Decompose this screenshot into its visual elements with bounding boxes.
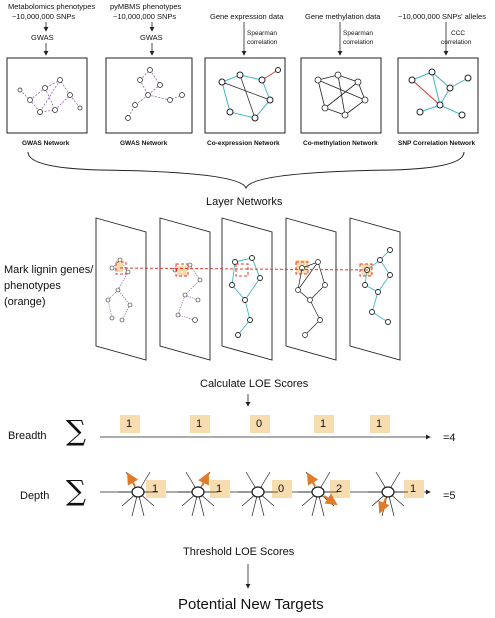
layer-1-network <box>105 257 133 323</box>
layer-planes <box>95 217 401 361</box>
breadth-value-3: 0 <box>256 418 263 430</box>
mark-label-2: phenotypes <box>4 280 61 292</box>
network-name-4: Co-methylation Network <box>303 140 378 147</box>
depth-total: =5 <box>443 490 456 502</box>
input-4-label: Gene methylation data <box>305 12 381 21</box>
final-label: Potential New Targets <box>178 596 324 613</box>
network-name-2: GWAS Network <box>120 140 168 147</box>
breadth-score-boxes <box>120 415 390 433</box>
network-boxes <box>6 57 479 134</box>
layer-3-network <box>229 255 263 338</box>
breadth-value-2: 1 <box>196 418 203 430</box>
threshold-label: Threshold LOE Scores <box>183 546 295 558</box>
input-4-method2: correlation <box>343 39 374 46</box>
breadth-value-5: 1 <box>376 418 383 430</box>
calculate-label: Calculate LOE Scores <box>200 378 309 390</box>
network-name-3: Co-expression Network <box>207 140 280 147</box>
depth-star-nodes <box>118 471 408 517</box>
depth-value-1: 1 <box>152 483 159 495</box>
input-5-label: ~10,000,000 SNPs' alleles <box>398 12 486 21</box>
layer-4-network <box>295 259 328 338</box>
input-2-label: pyMBMS phenotypes <box>110 2 182 11</box>
depth-sigma: ∑ <box>66 474 86 507</box>
breadth-total: =4 <box>443 432 456 444</box>
merge-brace <box>27 151 465 190</box>
input-2-snps: ~10,000,000 SNPs <box>113 12 177 21</box>
input-3-method2: correlation <box>247 39 278 46</box>
network-name-5: SNP Correlation Network <box>398 140 476 147</box>
mark-label-3: (orange) <box>4 296 46 308</box>
mark-label-1: Mark lignin genes/ <box>4 264 94 276</box>
breadth-label: Breadth <box>8 430 47 442</box>
breadth-value-4: 1 <box>320 418 327 430</box>
input-5-method2: correlation <box>441 39 472 46</box>
input-5-method: CCC <box>451 30 466 37</box>
input-3-method: Spearman <box>247 30 277 37</box>
comethylation-network <box>314 71 369 119</box>
input-1-label: Metabolomics phenotypes <box>8 2 96 11</box>
input-3-label: Gene expression data <box>210 12 284 21</box>
layer-networks-label: Layer Networks <box>206 196 283 208</box>
gwas-network-1 <box>17 77 83 115</box>
breadth-sigma: ∑ <box>66 414 86 447</box>
depth-value-4: 2 <box>336 483 343 495</box>
depth-value-2: 1 <box>216 483 223 495</box>
depth-value-3: 0 <box>278 483 285 495</box>
snp-correlation-network <box>408 68 472 119</box>
breadth-value-1: 1 <box>126 418 133 430</box>
input-1-snps: ~10,000,000 SNPs <box>12 12 76 21</box>
input-2-method: GWAS <box>140 33 163 42</box>
network-name-1: GWAS Network <box>22 140 70 147</box>
depth-value-5: 1 <box>410 483 417 495</box>
lignin-link-line <box>115 261 373 277</box>
input-arrows <box>43 22 449 56</box>
input-4-method: Spearman <box>343 30 373 37</box>
gwas-network-2 <box>125 67 185 121</box>
layer-2-network <box>172 262 203 323</box>
depth-score-boxes <box>146 480 424 498</box>
depth-label: Depth <box>20 490 50 502</box>
input-1-method: GWAS <box>31 33 54 42</box>
coexpression-network <box>218 67 281 122</box>
